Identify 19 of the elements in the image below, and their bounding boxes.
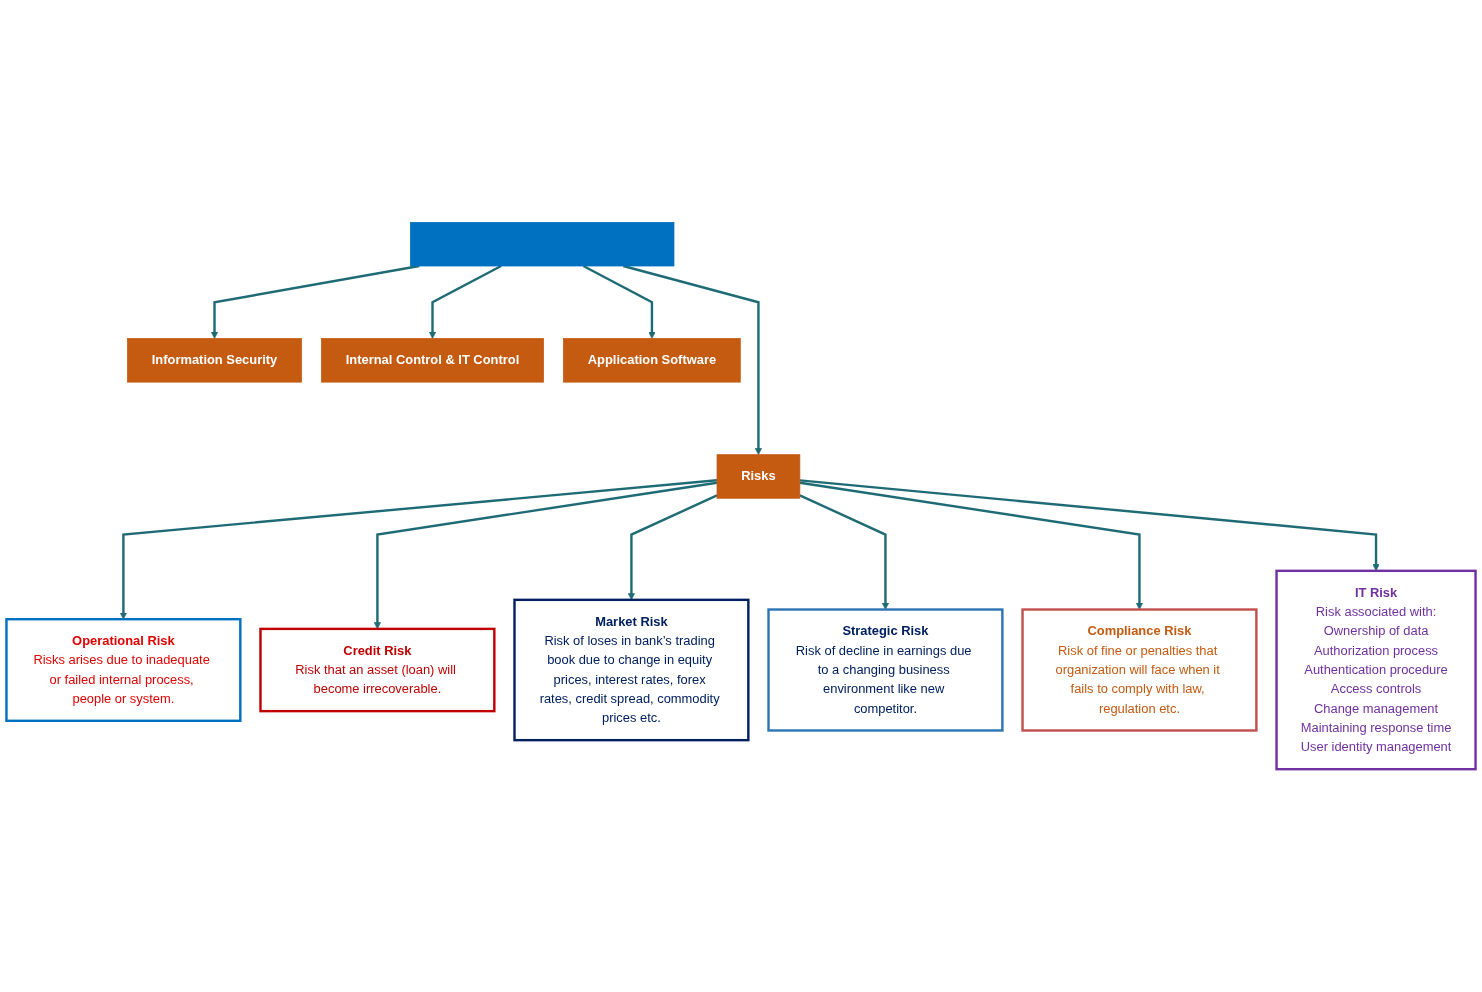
node-box: Risks [716, 454, 801, 499]
arrow [119, 479, 718, 620]
node-box: Market Risk Risk of loses in bank’s trading book due to change in equity prices, interest rates, forex rates, credit spread, commodity prices etc. [513, 598, 750, 742]
node-box: Application Software [563, 338, 741, 383]
node-box: Information Security [127, 338, 302, 383]
node-bar [410, 222, 675, 267]
node-box: Compliance Risk Risk of fine or penalties that organization will face when it fails to comply with law, regulation etc. [1021, 608, 1258, 732]
node-box: IT Risk Risk associated with: Ownership of data Authorization process Authentication procedure Access controls Change management Maintaining response time User identity management [1275, 569, 1477, 771]
arrow [582, 265, 656, 340]
node-box: Internal Control & IT Control [321, 338, 544, 383]
arrow [799, 494, 889, 610]
arrow [627, 494, 718, 601]
arrow [799, 481, 1143, 610]
arrow [428, 265, 502, 340]
arrow [623, 265, 762, 456]
node-box: Strategic Risk Risk of decline in earnings due to a changing business environment like new competitor. [767, 608, 1004, 732]
arrow [373, 481, 718, 630]
node-box: Operational Risk Risks arises due to inadequate or failed internal process, people or system. [5, 618, 242, 723]
node-box: Credit Risk Risk that an asset (loan) will become irrecoverable. [259, 627, 496, 713]
